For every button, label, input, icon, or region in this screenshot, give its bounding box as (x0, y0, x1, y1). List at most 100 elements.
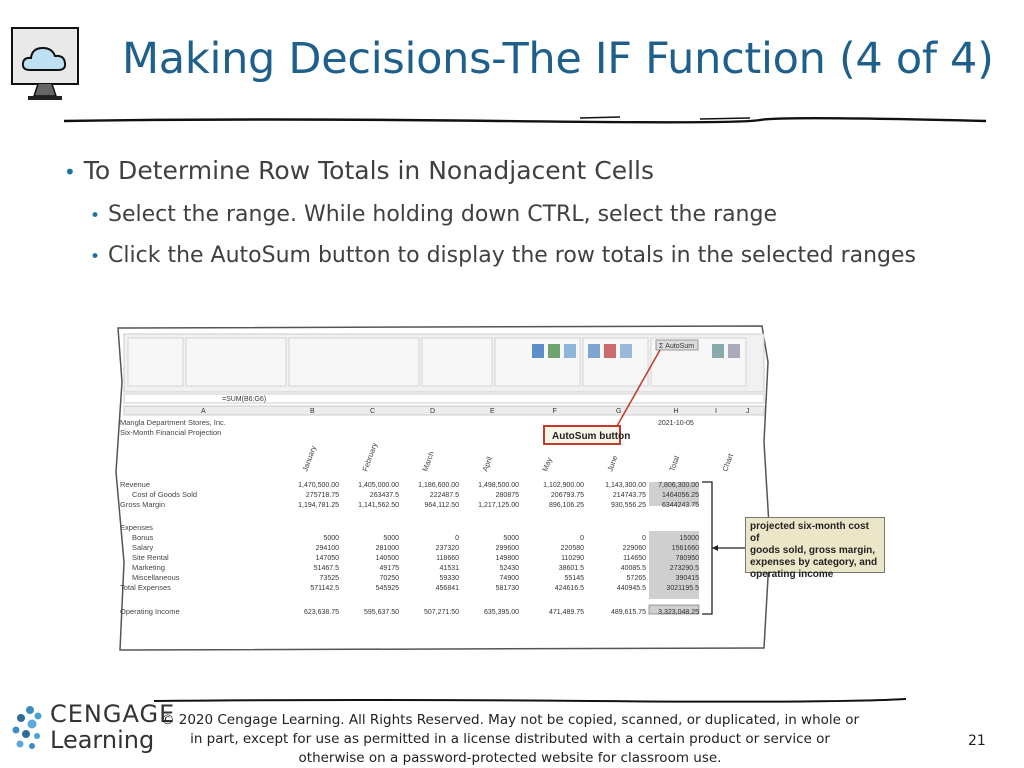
table-cell[interactable]: 3021195.5 (666, 585, 699, 592)
row-label[interactable]: Miscellaneous (132, 573, 180, 582)
table-cell[interactable]: 273290.5 (670, 565, 699, 572)
table-cell[interactable]: 263437.5 (370, 492, 399, 499)
table-cell[interactable]: 206793.75 (551, 492, 584, 499)
row-label[interactable]: Gross Margin (120, 500, 165, 509)
table-cell[interactable]: 5000 (323, 535, 339, 542)
table-cell[interactable]: 7,806,300.00 (658, 482, 699, 489)
table-cell[interactable]: 545925 (376, 585, 399, 592)
table-cell[interactable]: 896,106.25 (549, 502, 584, 509)
column-header-E[interactable]: E (490, 408, 495, 415)
table-cell[interactable]: 1561660 (672, 545, 699, 552)
table-cell[interactable]: 149800 (496, 555, 519, 562)
table-cell[interactable]: 1,143,300.00 (605, 482, 646, 489)
table-cell[interactable]: 299600 (496, 545, 519, 552)
table-cell[interactable]: 1,217,125.00 (478, 502, 519, 509)
table-cell[interactable]: 635,395.00 (484, 609, 519, 616)
table-cell[interactable]: 220580 (561, 545, 584, 552)
table-cell[interactable]: 74900 (500, 575, 520, 582)
row-label[interactable]: Marketing (132, 563, 165, 572)
column-header-H[interactable]: H (674, 408, 679, 415)
table-cell[interactable]: 440945.5 (617, 585, 646, 592)
autosum-button[interactable] (655, 339, 699, 351)
table-cell[interactable]: 222487.5 (430, 492, 459, 499)
row-label[interactable]: Expenses (120, 523, 153, 532)
row-label[interactable]: Operating Income (120, 607, 180, 616)
table-cell[interactable]: 38601.5 (559, 565, 584, 572)
column-header-I[interactable]: I (715, 408, 717, 415)
table-cell[interactable]: 55145 (565, 575, 585, 582)
table-cell[interactable]: 140500 (376, 555, 399, 562)
table-cell[interactable]: 0 (455, 535, 459, 542)
row-label[interactable]: Bonus (132, 533, 154, 542)
table-cell[interactable]: 780950 (676, 555, 699, 562)
table-cell[interactable]: 1,470,500.00 (298, 482, 339, 489)
table-cell[interactable]: 52430 (500, 565, 520, 572)
table-cell[interactable]: 118660 (436, 555, 459, 562)
table-cell[interactable]: 0 (642, 535, 646, 542)
table-cell[interactable]: 471,489.75 (549, 609, 584, 616)
table-cell[interactable]: 930,556.25 (611, 502, 646, 509)
table-cell[interactable]: 49175 (380, 565, 400, 572)
table-cell[interactable]: 390415 (676, 575, 699, 582)
table-cell[interactable]: 1,194,781.25 (298, 502, 339, 509)
table-cell[interactable]: 1,405,000.00 (358, 482, 399, 489)
column-header-B[interactable]: B (310, 408, 315, 415)
table-cell[interactable]: 623,638.75 (304, 609, 339, 616)
table-cell[interactable]: 280875 (496, 492, 519, 499)
table-cell[interactable]: 1,141,562.50 (358, 502, 399, 509)
table-cell[interactable]: 489,615.75 (611, 609, 646, 616)
column-header-F[interactable]: F (553, 408, 557, 415)
table-cell[interactable]: 15000 (680, 535, 700, 542)
side-callout-line-4: operating income (750, 569, 834, 580)
column-header-J[interactable]: J (746, 408, 750, 415)
table-cell[interactable]: 3,323,048.25 (658, 609, 699, 616)
table-cell[interactable]: 294100 (316, 545, 339, 552)
logo-word-learning: Learning (50, 726, 155, 754)
table-cell[interactable]: 595,637.50 (364, 609, 399, 616)
row-label[interactable]: Site Rental (132, 553, 169, 562)
column-header-C[interactable]: C (370, 408, 375, 415)
table-cell[interactable]: 114650 (623, 555, 646, 562)
table-cell[interactable]: 214743.75 (613, 492, 646, 499)
table-cell[interactable]: 5000 (383, 535, 399, 542)
column-header-D[interactable]: D (430, 408, 435, 415)
table-cell[interactable]: 237320 (436, 545, 459, 552)
table-row: Marketing 51467.5 49175 41531 52430 38601.5 40… (132, 563, 699, 572)
table-cell[interactable]: 6344243.75 (662, 502, 699, 509)
table-cell[interactable]: 110290 (561, 555, 584, 562)
column-header-A[interactable]: A (201, 408, 206, 415)
table-cell[interactable]: 5000 (503, 535, 519, 542)
table-row: Miscellaneous 73525 70250 59330 74900 55145 57… (132, 573, 699, 582)
table-cell[interactable]: 964,112.50 (424, 502, 459, 509)
table-cell[interactable]: 281000 (376, 545, 399, 552)
table-cell[interactable]: 1,102,900.00 (543, 482, 584, 489)
table-cell[interactable]: 40085.5 (621, 565, 646, 572)
table-cell[interactable]: 59330 (440, 575, 460, 582)
row-label[interactable]: Salary (132, 543, 154, 552)
table-cell[interactable]: 51467.5 (314, 565, 339, 572)
table-cell[interactable]: 73525 (320, 575, 340, 582)
side-callout: projected six-month cost of goods sold, … (745, 517, 885, 580)
row-label[interactable]: Total Expenses (120, 583, 171, 592)
footer-line-2: in part, except for use as permitted in … (190, 731, 830, 747)
table-cell[interactable]: 70250 (380, 575, 400, 582)
footer-line-1: © 2020 Cengage Learning. All Rights Rese… (160, 712, 860, 728)
table-cell[interactable]: 41531 (440, 565, 460, 572)
row-label[interactable]: Revenue (120, 480, 150, 489)
table-row: Gross Margin 1,194,781.25 1,141,562.50 964,… (120, 500, 699, 509)
table-cell[interactable]: 424616.5 (555, 585, 584, 592)
table-cell[interactable]: 0 (580, 535, 584, 542)
table-cell[interactable]: 275718.75 (306, 492, 339, 499)
table-cell[interactable]: 147050 (316, 555, 339, 562)
table-cell[interactable]: 1,186,600.00 (418, 482, 459, 489)
table-cell[interactable]: 581730 (496, 585, 519, 592)
table-cell[interactable]: 57265 (627, 575, 647, 582)
table-cell[interactable]: 571142.5 (310, 585, 339, 592)
table-cell[interactable]: 1,498,500.00 (478, 482, 519, 489)
row-label[interactable]: Cost of Goods Sold (132, 490, 197, 499)
table-cell[interactable]: 507,271.50 (424, 609, 459, 616)
table-cell[interactable]: 1464056.25 (662, 492, 699, 499)
table-cell[interactable]: 229060 (623, 545, 646, 552)
column-header-G[interactable]: G (616, 408, 621, 415)
table-cell[interactable]: 456841 (436, 585, 459, 592)
